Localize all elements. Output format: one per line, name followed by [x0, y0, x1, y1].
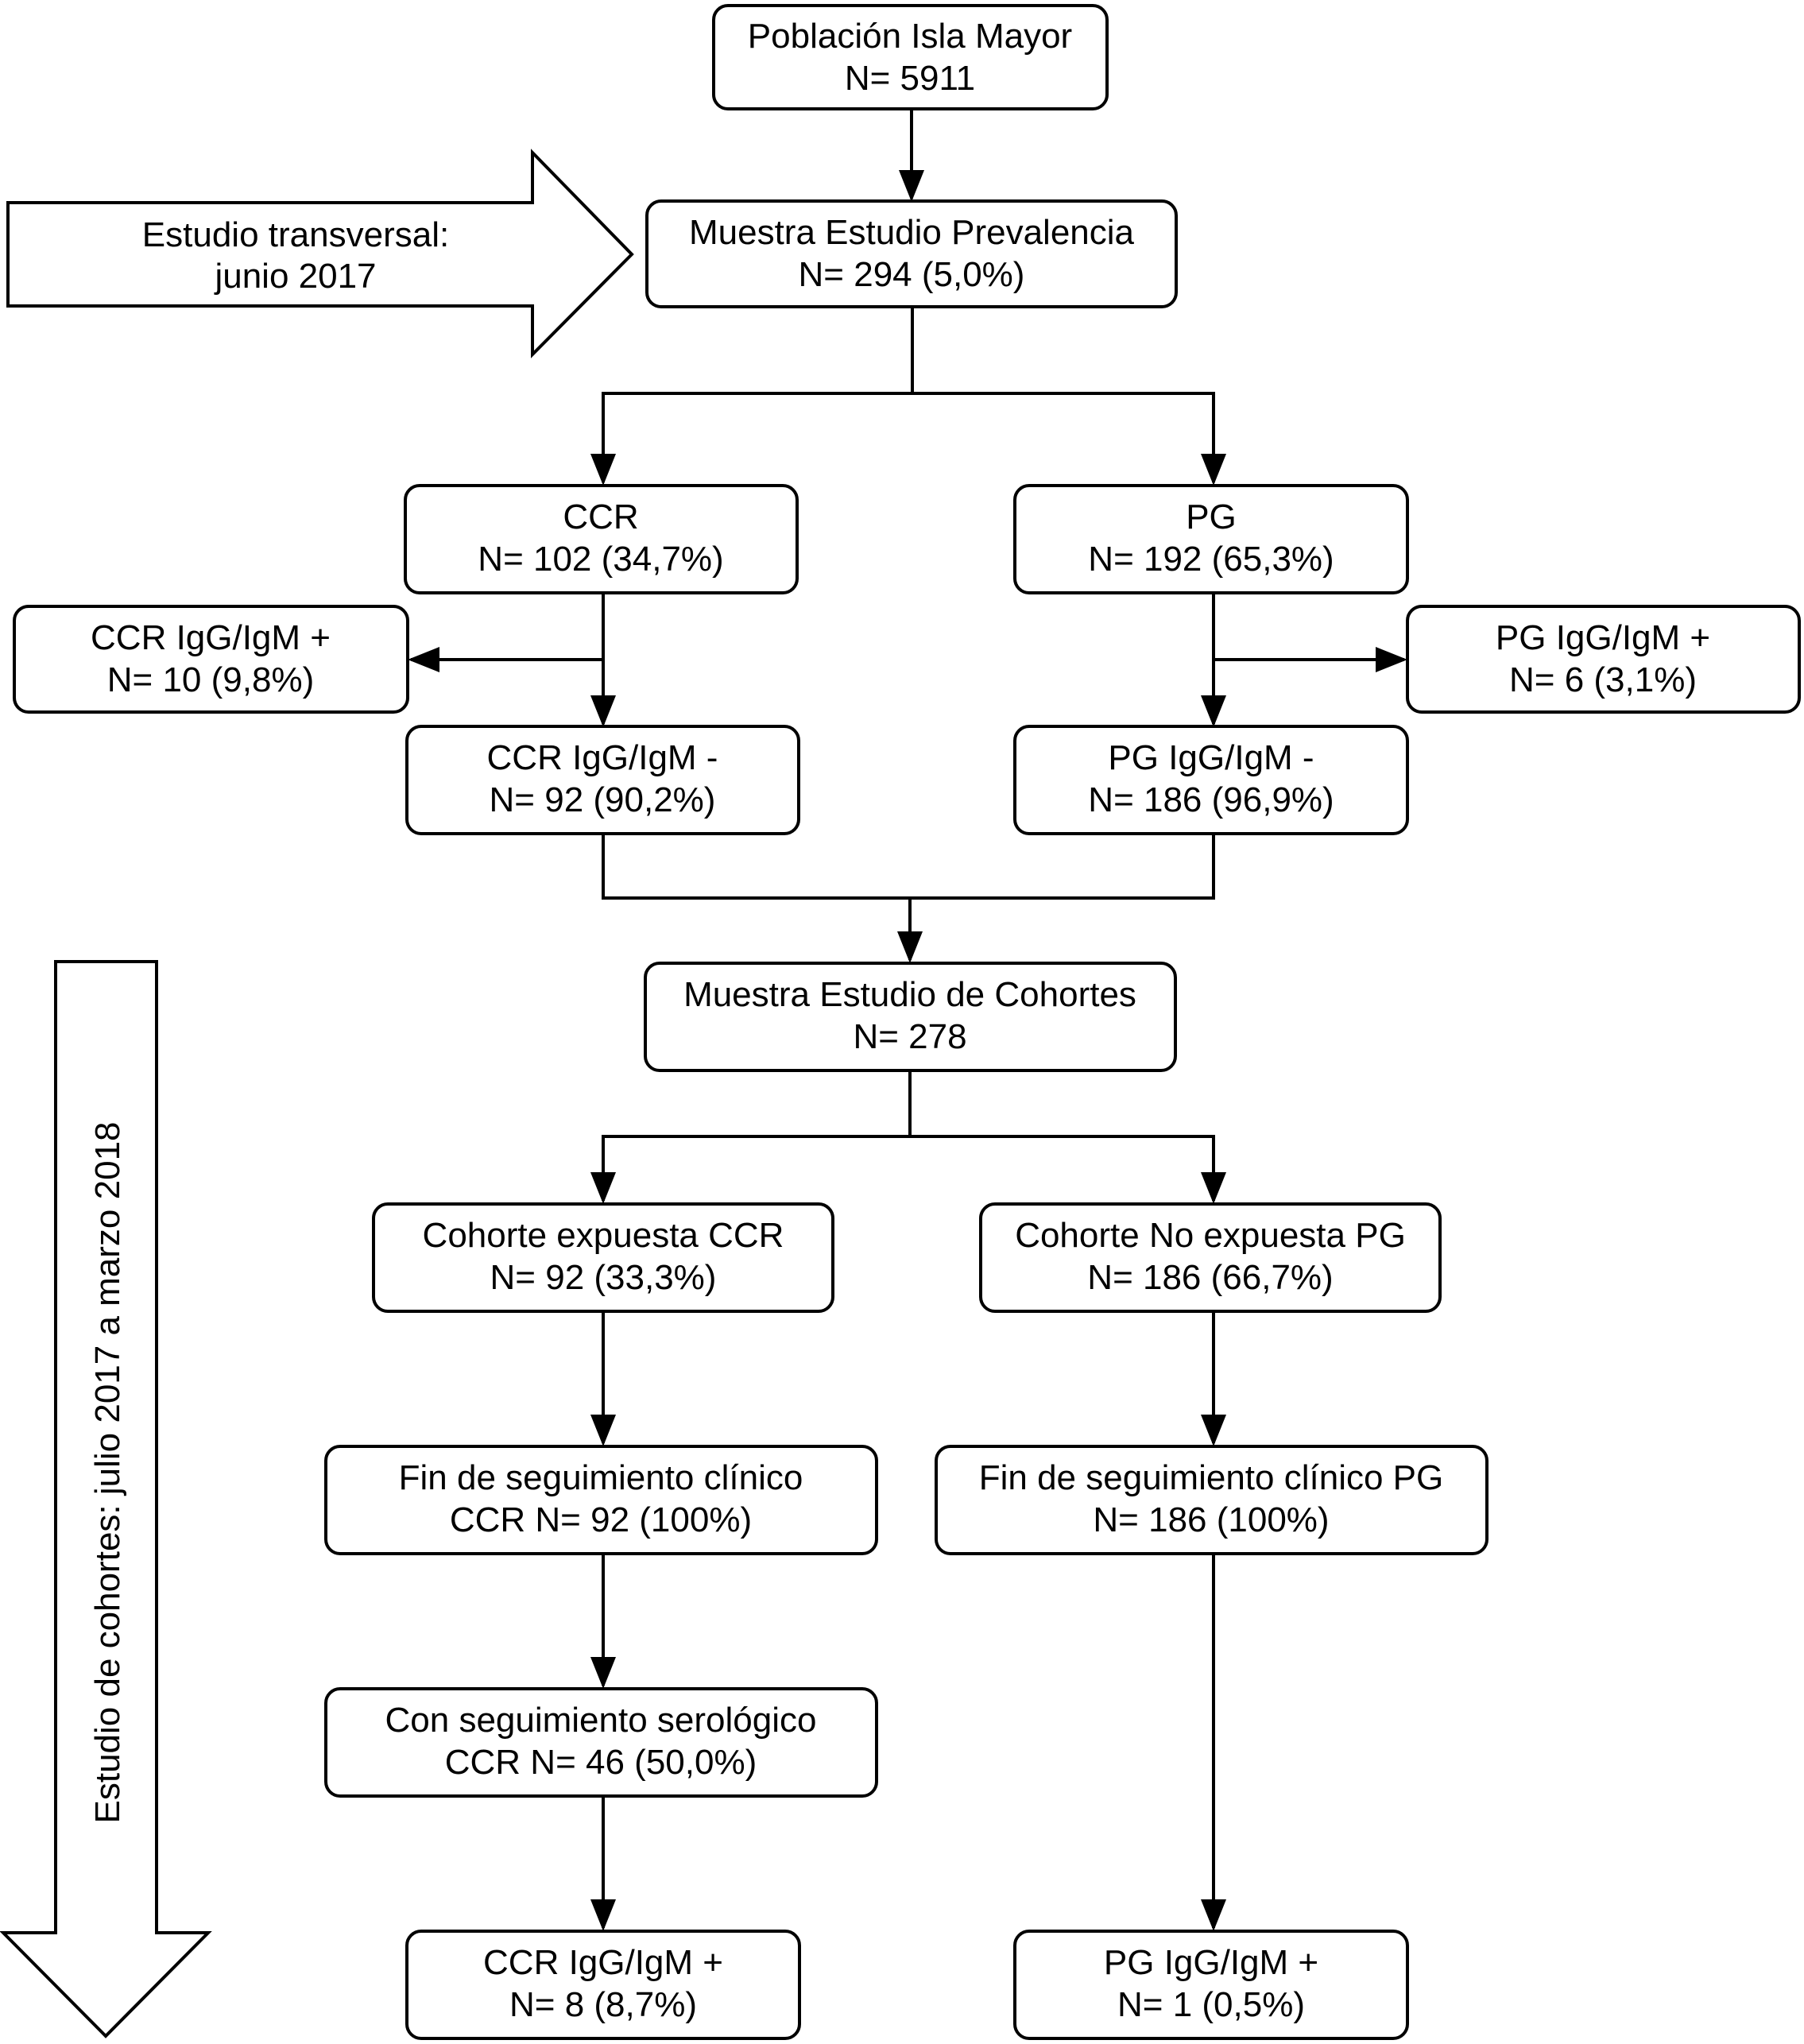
- transversal-label-line1: Estudio transversal:: [142, 215, 449, 254]
- pg-positive-box: PG IgG/IgM + N= 6 (3,1%): [1406, 605, 1801, 714]
- ccr-followup-line1: Fin de seguimiento clínico: [399, 1458, 803, 1497]
- pg-negative-line1: PG IgG/IgM -: [1108, 738, 1314, 777]
- ccr-negative-line1: CCR IgG/IgM -: [487, 738, 718, 777]
- pg-final-line1: PG IgG/IgM +: [1104, 1943, 1318, 1982]
- exposed-cohort-line1: Cohorte expuesta CCR: [423, 1216, 784, 1255]
- ccr-line1: CCR: [563, 497, 638, 536]
- prevalence-line2: N= 294 (5,0%): [799, 255, 1025, 294]
- cohort-sample-line2: N= 278: [853, 1017, 966, 1056]
- pg-negative-line2: N= 186 (96,9%): [1088, 780, 1334, 819]
- poblacion-box: Población Isla Mayor N= 5911: [712, 4, 1109, 110]
- pg-followup-line2: N= 186 (100%): [1093, 1500, 1329, 1539]
- cohort-sample-box: Muestra Estudio de Cohortes N= 278: [644, 962, 1177, 1072]
- cohort-sample-line1: Muestra Estudio de Cohortes: [683, 975, 1136, 1014]
- down-arrow-shape: [0, 960, 212, 2038]
- ccr-final-line1: CCR IgG/IgM +: [483, 1943, 723, 1982]
- pg-negative-box: PG IgG/IgM - N= 186 (96,9%): [1013, 725, 1409, 835]
- connectors: [408, 109, 1407, 1931]
- pg-line2: N= 192 (65,3%): [1088, 540, 1334, 579]
- poblacion-line1: Población Isla Mayor: [748, 17, 1072, 56]
- ccr-negative-box: CCR IgG/IgM - N= 92 (90,2%): [405, 725, 800, 835]
- prevalence-line1: Muestra Estudio Prevalencia: [689, 213, 1135, 252]
- pg-box: PG N= 192 (65,3%): [1013, 484, 1409, 594]
- ccr-serology-box: Con seguimiento serológico CCR N= 46 (50…: [324, 1687, 878, 1798]
- ccr-line2: N= 102 (34,7%): [478, 540, 723, 579]
- cohort-study-arrow: Estudio de cohortes: julio 2017 a marzo …: [0, 960, 212, 2038]
- ccr-serology-line1: Con seguimiento serológico: [385, 1701, 817, 1740]
- ccr-followup-end-box: Fin de seguimiento clínico CCR N= 92 (10…: [324, 1445, 878, 1555]
- pg-positive-line2: N= 6 (3,1%): [1509, 660, 1697, 699]
- cohort-period-label: Estudio de cohortes: julio 2017 a marzo …: [88, 1121, 127, 1823]
- pg-final-line2: N= 1 (0,5%): [1117, 1985, 1305, 2024]
- unexposed-cohort-box: Cohorte No expuesta PG N= 186 (66,7%): [979, 1202, 1442, 1313]
- ccr-box: CCR N= 102 (34,7%): [404, 484, 799, 594]
- pg-followup-line1: Fin de seguimiento clínico PG: [979, 1458, 1444, 1497]
- ccr-final-line2: N= 8 (8,7%): [509, 1985, 697, 2024]
- pg-line1: PG: [1186, 497, 1237, 536]
- transversal-label-line2: junio 2017: [213, 257, 376, 296]
- pg-positive-line1: PG IgG/IgM +: [1496, 618, 1710, 657]
- prevalence-sample-box: Muestra Estudio Prevalencia N= 294 (5,0%…: [645, 199, 1178, 308]
- ccr-positive-line1: CCR IgG/IgM +: [91, 618, 331, 657]
- unexposed-cohort-line2: N= 186 (66,7%): [1087, 1258, 1333, 1297]
- ccr-negative-line2: N= 92 (90,2%): [490, 780, 716, 819]
- ccr-serology-line2: CCR N= 46 (50,0%): [445, 1743, 757, 1782]
- pg-final-positive-box: PG IgG/IgM + N= 1 (0,5%): [1013, 1930, 1409, 2040]
- unexposed-cohort-line1: Cohorte No expuesta PG: [1015, 1216, 1406, 1255]
- ccr-final-positive-box: CCR IgG/IgM + N= 8 (8,7%): [405, 1930, 801, 2040]
- ccr-positive-line2: N= 10 (9,8%): [107, 660, 314, 699]
- exposed-cohort-box: Cohorte expuesta CCR N= 92 (33,3%): [372, 1202, 834, 1313]
- exposed-cohort-line2: N= 92 (33,3%): [490, 1258, 717, 1297]
- cross-sectional-study-arrow: Estudio transversal: junio 2017: [6, 149, 634, 358]
- right-arrow-shape: [6, 149, 634, 358]
- ccr-followup-line2: CCR N= 92 (100%): [450, 1500, 752, 1539]
- poblacion-line2: N= 5911: [845, 59, 975, 98]
- pg-followup-end-box: Fin de seguimiento clínico PG N= 186 (10…: [935, 1445, 1488, 1555]
- ccr-positive-box: CCR IgG/IgM + N= 10 (9,8%): [13, 605, 409, 714]
